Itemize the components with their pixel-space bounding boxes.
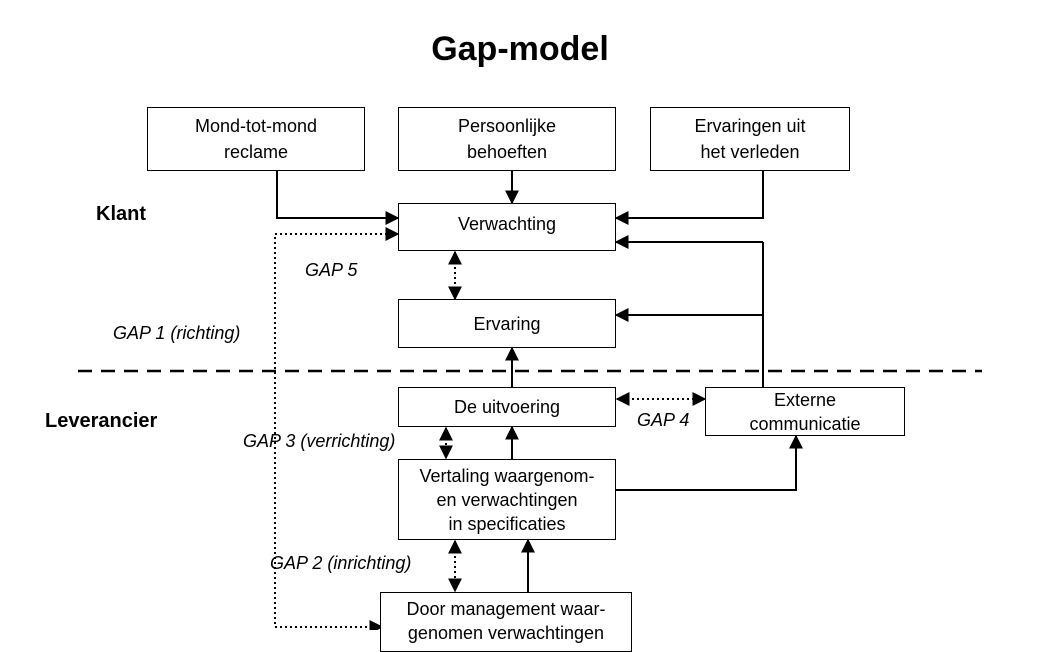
gap2-label: GAP 2 (inrichting)	[270, 553, 412, 573]
gap1-arrow	[274, 227, 400, 630]
gap1-label: GAP 1 (richting)	[113, 323, 241, 343]
arrow-vertaling-to-externe	[616, 434, 803, 491]
box-mond-tot-mond: Mond-tot-mond reclame	[147, 107, 365, 171]
box-ervaring: Ervaring	[398, 299, 616, 348]
box-ervaringen-verleden: Ervaringen uit het verleden	[650, 107, 850, 171]
box-vertaling: Vertaling waargenom- en verwachtingen in…	[398, 459, 616, 540]
section-label-leverancier: Leverancier	[45, 410, 158, 432]
arrow-verleden-to-verwachting	[614, 171, 764, 225]
box-externe-communicatie: Externe communicatie	[705, 387, 905, 436]
gap5-label: GAP 5	[305, 260, 358, 280]
box-persoonlijke-behoeften: Persoonlijke behoeften	[398, 107, 616, 171]
gap3-label: GAP 3 (verrichting)	[243, 431, 396, 451]
box-uitvoering: De uitvoering	[398, 387, 616, 427]
box-management: Door management waar- genomen verwachtin…	[380, 592, 632, 652]
arrow-mond-to-verwachting	[276, 171, 400, 225]
gap4-label: GAP 4	[637, 410, 690, 430]
box-verwachting: Verwachting	[398, 203, 616, 251]
page-title: Gap-model	[431, 30, 609, 68]
diagram-connectors	[78, 171, 982, 630]
section-label-klant: Klant	[96, 203, 146, 225]
